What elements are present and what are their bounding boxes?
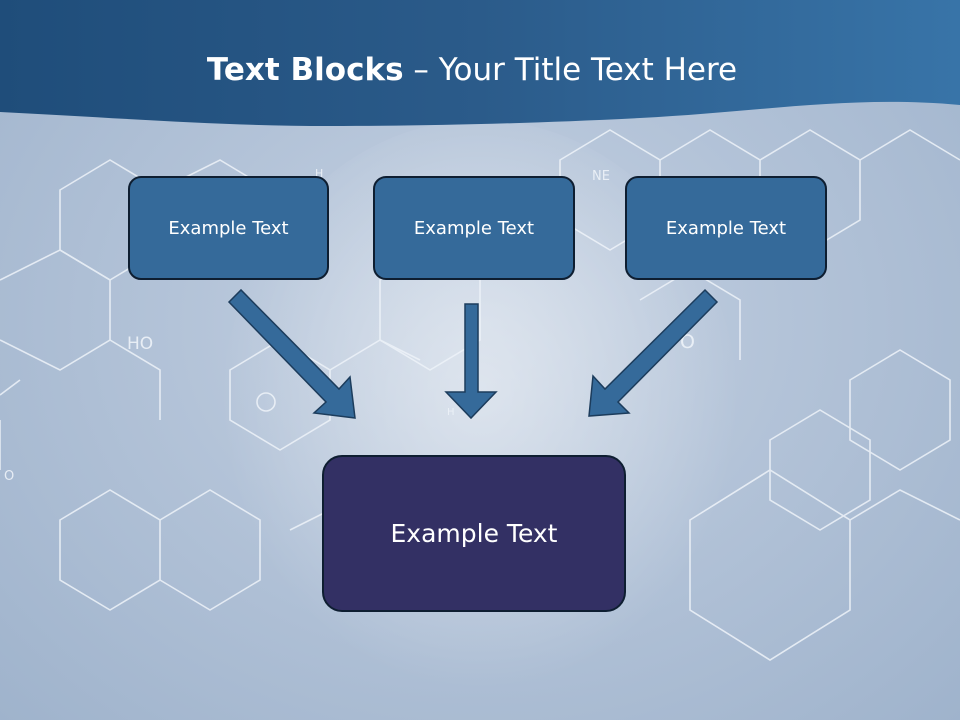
svg-text:O: O xyxy=(680,331,695,353)
text-block-2[interactable]: Example Text xyxy=(373,176,575,280)
page-title: Text Blocks – Your Title Text Here xyxy=(0,52,944,88)
title-bold: Text Blocks xyxy=(206,52,404,88)
text-block-3-label: Example Text xyxy=(665,217,787,239)
text-block-2-label: Example Text xyxy=(413,217,535,239)
header-band xyxy=(0,0,960,126)
text-block-3[interactable]: Example Text xyxy=(625,176,827,280)
svg-text:NE: NE xyxy=(592,169,610,184)
svg-text:H: H xyxy=(315,167,323,180)
main-text-block-label: Example Text xyxy=(390,519,558,548)
text-block-1-label: Example Text xyxy=(168,217,289,239)
svg-text:O: O xyxy=(4,469,14,484)
text-block-1[interactable]: Example Text xyxy=(128,176,329,280)
title-separator: – xyxy=(403,52,439,88)
title-regular: Your Title Text Here xyxy=(438,52,738,88)
main-text-block[interactable]: Example Text xyxy=(322,455,626,612)
svg-text:H: H xyxy=(447,407,455,418)
svg-text:HO: HO xyxy=(127,334,153,354)
